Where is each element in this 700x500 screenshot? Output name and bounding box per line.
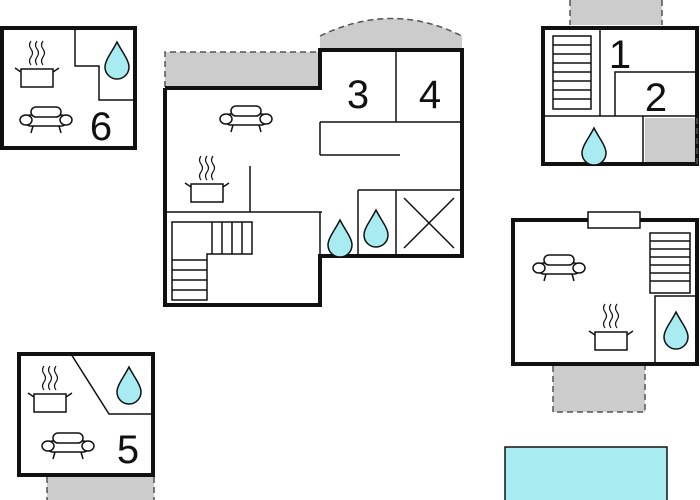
- sofa-icon: [41, 432, 95, 460]
- room-number-6: 6: [90, 105, 112, 149]
- terrace: [645, 118, 695, 162]
- water-drop-icon: [663, 311, 689, 350]
- stairs-icon: [552, 35, 592, 110]
- sofa-icon: [19, 106, 73, 134]
- terrace-dome: [320, 18, 462, 48]
- terrace: [570, 0, 662, 25]
- water-drop-icon: [104, 41, 130, 80]
- room-number-5: 5: [117, 428, 139, 472]
- room-number-4: 4: [419, 73, 441, 117]
- sofa-icon: [532, 254, 586, 282]
- stove-icon: [588, 303, 634, 351]
- terrace: [553, 366, 645, 412]
- terrace: [47, 477, 154, 500]
- sofa-icon: [219, 105, 273, 133]
- water-drop-icon: [363, 209, 389, 248]
- water-drop-icon: [327, 219, 353, 258]
- terrace: [165, 52, 320, 87]
- stove-icon: [27, 365, 73, 413]
- unit-6: 6: [0, 26, 137, 150]
- pool: [504, 446, 668, 500]
- stairs-icon: [171, 221, 253, 301]
- water-drop-icon: [116, 366, 142, 405]
- room-number-1: 1: [609, 33, 631, 77]
- unit-1-2: 1 2: [541, 0, 699, 166]
- stove-icon: [184, 155, 230, 203]
- window-icon: [587, 211, 641, 229]
- unit-right: [511, 211, 699, 413]
- stove-icon: [14, 40, 60, 88]
- room-number-2: 2: [645, 76, 667, 120]
- water-drop-icon: [581, 127, 607, 166]
- main-house: 3 4: [163, 17, 464, 307]
- room-number-3: 3: [347, 73, 369, 117]
- stairs-icon: [649, 232, 691, 294]
- unit-5: 5: [17, 352, 155, 500]
